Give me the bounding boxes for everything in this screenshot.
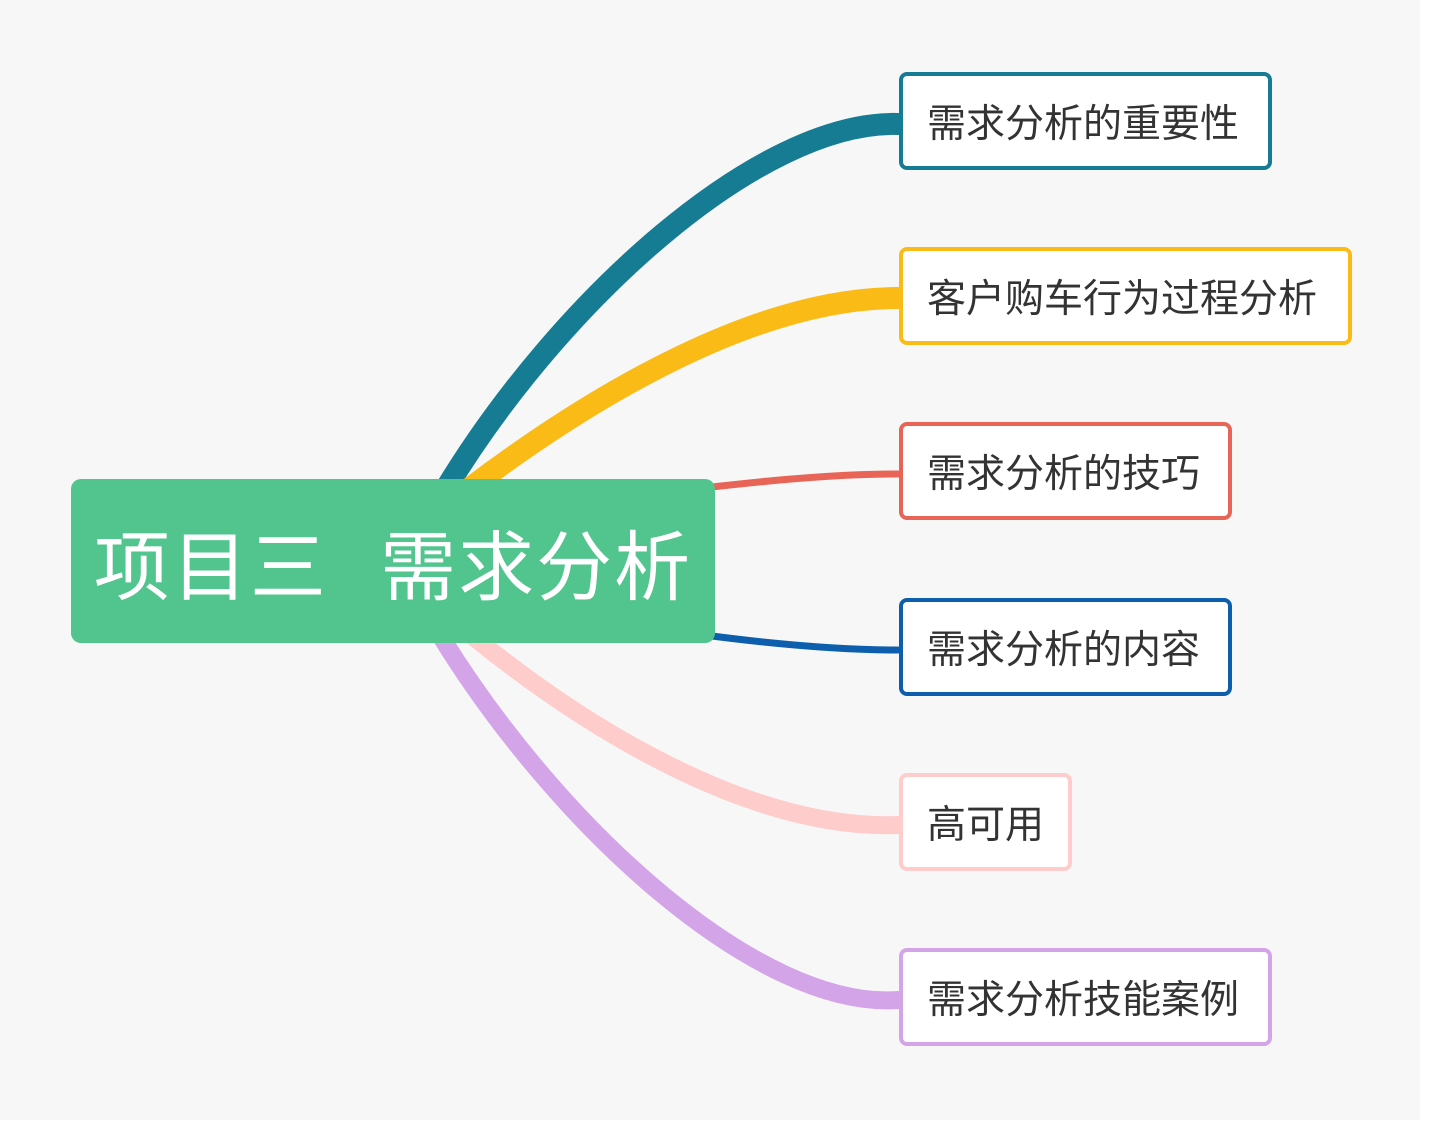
connector-line bbox=[461, 625, 907, 835]
connector-line bbox=[459, 287, 909, 499]
connector-line bbox=[431, 626, 907, 1010]
topic-content[interactable]: 需求分析的内容 bbox=[899, 598, 1232, 696]
topic-buying-behavior[interactable]: 客户购车行为过程分析 bbox=[899, 247, 1352, 345]
topic-high-availability[interactable]: 高可用 bbox=[899, 773, 1072, 871]
connector-line bbox=[708, 470, 902, 491]
central-topic[interactable]: 项目三 需求分析 bbox=[71, 479, 715, 643]
topic-skill-cases[interactable]: 需求分析技能案例 bbox=[899, 948, 1272, 1046]
topic-importance[interactable]: 需求分析的重要性 bbox=[899, 72, 1272, 170]
connector-line bbox=[434, 112, 909, 501]
topic-techniques[interactable]: 需求分析的技巧 bbox=[899, 422, 1232, 520]
connector-line bbox=[708, 632, 902, 654]
